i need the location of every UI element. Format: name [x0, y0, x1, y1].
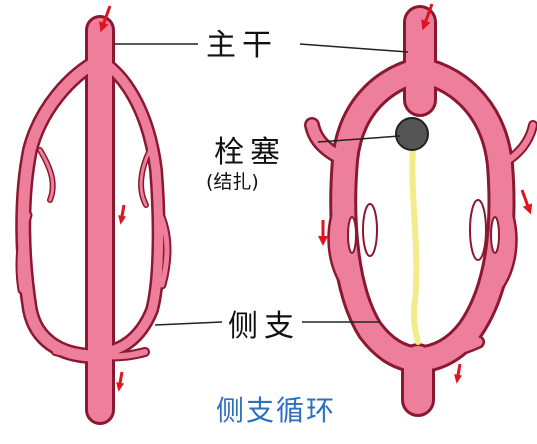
label-collateral: 侧支 [228, 309, 300, 344]
flow-arrows [99, 3, 533, 392]
flow-arrow-icon [116, 371, 125, 392]
embolus-ball-icon [395, 117, 429, 151]
flow-arrow-icon [421, 3, 434, 31]
flow-arrow-icon [99, 5, 112, 33]
flow-arrow-icon [520, 189, 533, 215]
label-ligation: (结扎) [206, 171, 259, 193]
collateral-loops [347, 199, 500, 261]
left-vessel-normal [15, 15, 172, 425]
caption-title: 侧支循环 [216, 394, 336, 427]
label-main-trunk: 主干 [206, 28, 278, 63]
label-embolus: 栓塞 [214, 135, 286, 170]
flow-arrow-icon [118, 204, 127, 225]
thrombosed-segment [409, 142, 421, 345]
flow-arrow-icon [454, 363, 463, 384]
right-vessel-embolized [304, 5, 537, 417]
leader-lines [115, 43, 409, 326]
flow-arrow-icon [318, 220, 328, 246]
